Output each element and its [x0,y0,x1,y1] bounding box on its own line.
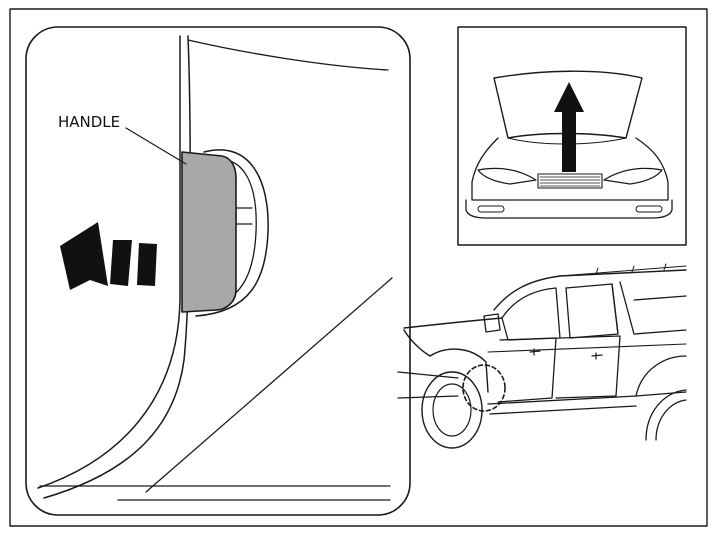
grille-slats [540,177,600,186]
pickup-truck [398,264,686,448]
front-window [502,288,560,340]
truck-roof [494,270,686,310]
left-headlight [478,168,536,184]
side-mirror [484,314,500,332]
callout-line-top [398,372,458,378]
hood-inset [458,27,686,245]
rocker-panel [488,396,636,414]
hood-open-arrow [554,82,584,172]
top-surface-line [188,40,388,70]
door-handle [182,152,236,312]
truck-hood [404,318,502,328]
front-door-outline [498,338,556,402]
truck-roof-rack [560,264,686,276]
left-fog-light [478,206,504,212]
cab-rear-pillar [612,282,634,334]
handle-recess-slot [236,208,252,224]
rear-door-outline [556,336,620,398]
car-front-lower [466,200,672,218]
right-headlight [604,168,662,184]
arrow-head [60,222,108,290]
rear-wheel-arch [636,356,686,396]
detail-panel [26,27,410,515]
arrow-dash-1 [110,240,132,286]
right-fog-light [636,206,662,212]
front-wheel-rim [433,384,471,436]
handle-location-highlight [463,365,505,411]
handle-label: HANDLE [58,113,120,131]
handle-label-leader [126,128,186,164]
truck-front-fender [404,330,488,392]
rear-window [566,284,618,338]
arrow-dash-2 [137,243,157,286]
rear-wheel [646,390,686,440]
rear-door-handle [592,353,602,359]
callout-line-bottom [398,396,458,398]
body-edge-outer [38,36,180,488]
body-side-line [488,344,686,352]
pull-direction-arrow [60,222,157,290]
